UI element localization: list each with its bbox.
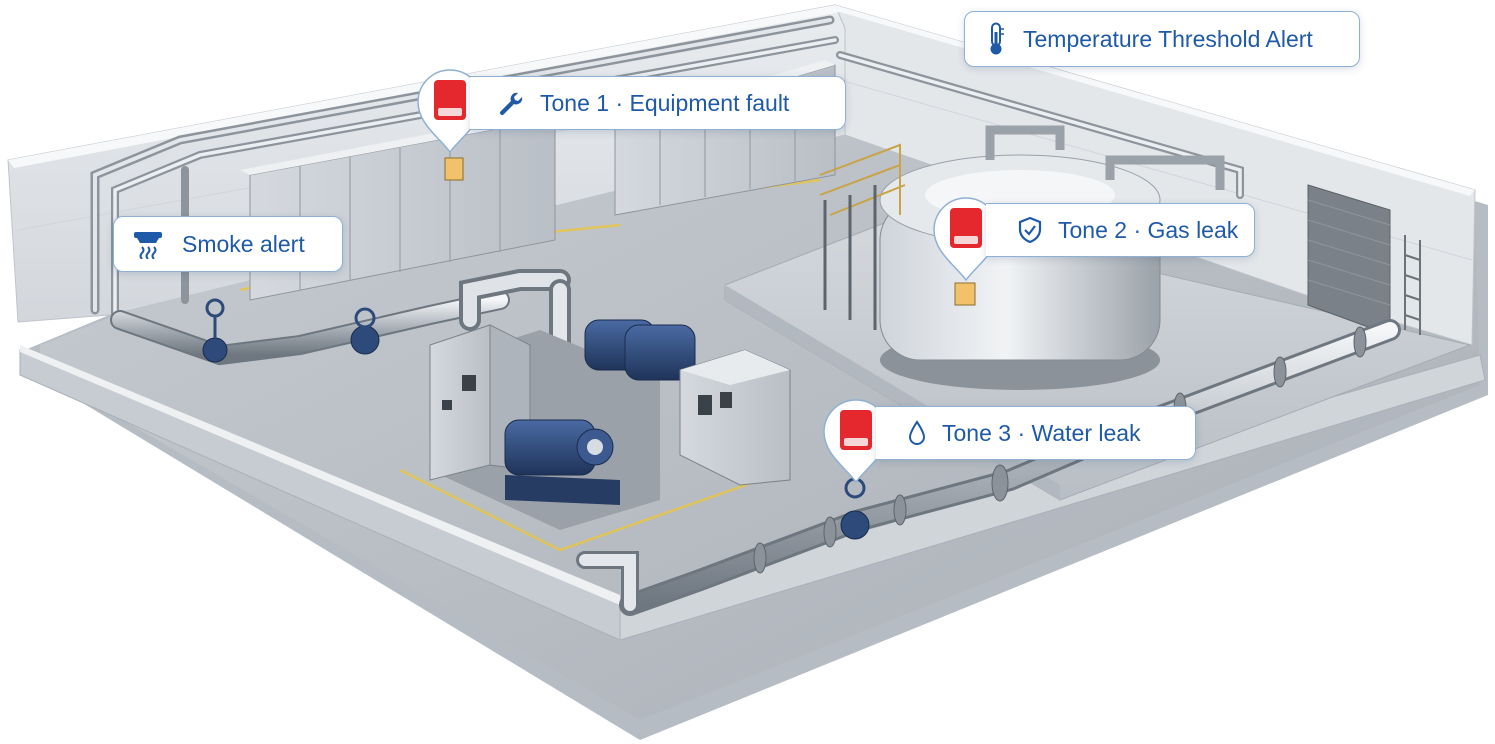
main-pipeline-right: [576, 319, 1401, 616]
shield-check-icon: [1016, 216, 1044, 244]
main-pipeline-left: [110, 269, 571, 431]
valves: [202, 298, 380, 363]
alarm-pin-tone2[interactable]: [933, 197, 999, 282]
thermometer-icon: [983, 22, 1009, 56]
callout-label: Smoke alert: [182, 230, 305, 257]
callout-tone2-gas-leak[interactable]: Tone 2 · Gas leak: [986, 203, 1255, 257]
callout-label: Tone 2 · Gas leak: [1058, 216, 1239, 243]
smoke-detector-icon: [132, 229, 164, 259]
stair-platform: [819, 143, 906, 216]
callout-tone3-water-leak[interactable]: Tone 3 · Water leak: [876, 406, 1196, 460]
wrench-icon: [496, 90, 524, 116]
pump-skid: [429, 319, 696, 530]
callout-smoke-alert[interactable]: Smoke alert: [113, 216, 343, 272]
callout-label: Temperature Threshold Alert: [1023, 25, 1313, 52]
callout-tone1-equipment-fault[interactable]: Tone 1 · Equipment fault: [470, 76, 846, 130]
callout-temperature-alert[interactable]: Temperature Threshold Alert: [964, 11, 1360, 67]
alarm-pin-tone1[interactable]: [417, 69, 483, 154]
instrument-cabinet: [679, 349, 791, 486]
roll-up-door: [1307, 184, 1391, 336]
callout-label: Tone 1 · Equipment fault: [540, 89, 790, 116]
wall-ladder: [1404, 235, 1421, 335]
callout-label: Tone 3 · Water leak: [942, 419, 1141, 446]
water-drop-icon: [906, 420, 928, 446]
alarm-pin-tone3[interactable]: [823, 399, 889, 484]
